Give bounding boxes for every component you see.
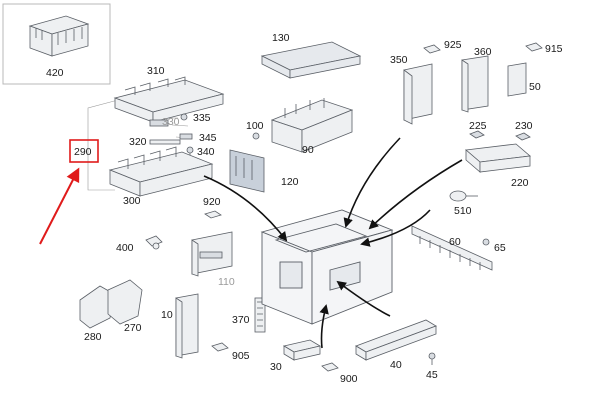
label-65: 65: [494, 242, 506, 254]
part-270-shape: [107, 279, 143, 325]
label-220: 220: [511, 177, 529, 189]
part-45-shape: [428, 352, 436, 365]
main-housing-shape: [260, 209, 394, 325]
part-225-shape: [469, 130, 485, 139]
part-345-shape: [179, 133, 193, 140]
label-920: 920: [203, 196, 221, 208]
label-10: 10: [161, 309, 173, 321]
label-400: 400: [116, 242, 134, 254]
part-40-shape: [355, 319, 437, 361]
part-230-shape: [515, 132, 531, 141]
label-225: 225: [469, 120, 487, 132]
part-labels: 290 310 330 335 345 320 340 300 400 920 …: [74, 32, 563, 385]
label-320: 320: [129, 136, 147, 148]
highlight-box: [69, 139, 99, 163]
label-925: 925: [444, 39, 462, 51]
label-330: 330: [162, 116, 180, 128]
part-100-shape: [252, 132, 260, 140]
part-320-shape: [149, 139, 181, 145]
part-900-shape: [321, 362, 339, 372]
arrow-left-to-housing: [203, 175, 288, 242]
label-110: 110: [218, 276, 235, 288]
label-300: 300: [123, 195, 141, 207]
arrow-top-right-to-housing: [343, 137, 401, 228]
part-920-shape: [204, 210, 222, 219]
label-420: 420: [46, 67, 64, 79]
label-130: 130: [272, 32, 290, 44]
part-110-shape: [191, 231, 233, 277]
label-290: 290: [74, 146, 92, 158]
label-40: 40: [390, 359, 402, 371]
part-335-shape: [180, 113, 188, 121]
part-60-shape: [411, 225, 493, 271]
part-905-shape: [211, 342, 229, 352]
label-350: 350: [390, 54, 408, 66]
label-230: 230: [515, 120, 533, 132]
part-310-shape: [113, 76, 225, 123]
label-270: 270: [124, 322, 142, 334]
part-915-shape: [525, 42, 543, 52]
assembly-arrows: [203, 137, 463, 349]
label-905: 905: [232, 350, 250, 362]
label-335: 335: [193, 112, 211, 124]
highlight-arrow: [39, 167, 80, 245]
label-30: 30: [270, 361, 282, 373]
part-925-shape: [423, 44, 441, 54]
label-915: 915: [545, 43, 563, 55]
label-900: 900: [340, 373, 358, 385]
part-30-shape: [282, 339, 322, 361]
inset-module-shape: [28, 15, 90, 57]
part-120-shape: [229, 149, 265, 193]
part-360-shape: [461, 55, 489, 113]
label-280: 280: [84, 331, 102, 343]
arrow-60-to-housing: [360, 209, 431, 247]
arrow-right-to-housing: [368, 159, 463, 230]
label-345: 345: [199, 132, 217, 144]
part-370-shape: [254, 297, 266, 333]
arrow-30-to-housing: [319, 304, 329, 349]
part-65-shape: [482, 238, 490, 246]
inset-panel: 420: [2, 3, 111, 85]
arrow-40-to-housing: [336, 280, 391, 317]
part-400-shape: [145, 235, 163, 250]
label-90: 90: [302, 144, 314, 156]
part-130-shape: [260, 41, 362, 79]
part-350-shape: [403, 63, 433, 125]
part-510-shape: [449, 190, 478, 202]
label-60: 60: [449, 236, 461, 248]
label-510: 510: [454, 205, 472, 217]
part-90-shape: [270, 98, 354, 153]
part-300-shape: [108, 146, 214, 197]
part-10-shape: [175, 293, 199, 359]
part-280-shape: [79, 285, 115, 329]
label-120: 120: [281, 176, 299, 188]
part-220-shape: [465, 143, 531, 173]
label-100: 100: [246, 120, 264, 132]
label-45: 45: [426, 369, 438, 381]
part-50-shape: [507, 62, 527, 97]
label-360: 360: [474, 46, 492, 58]
part-330-shape: [149, 119, 169, 127]
label-50: 50: [529, 81, 541, 93]
label-340: 340: [197, 146, 215, 158]
label-310: 310: [147, 65, 165, 77]
label-370: 370: [232, 314, 250, 326]
